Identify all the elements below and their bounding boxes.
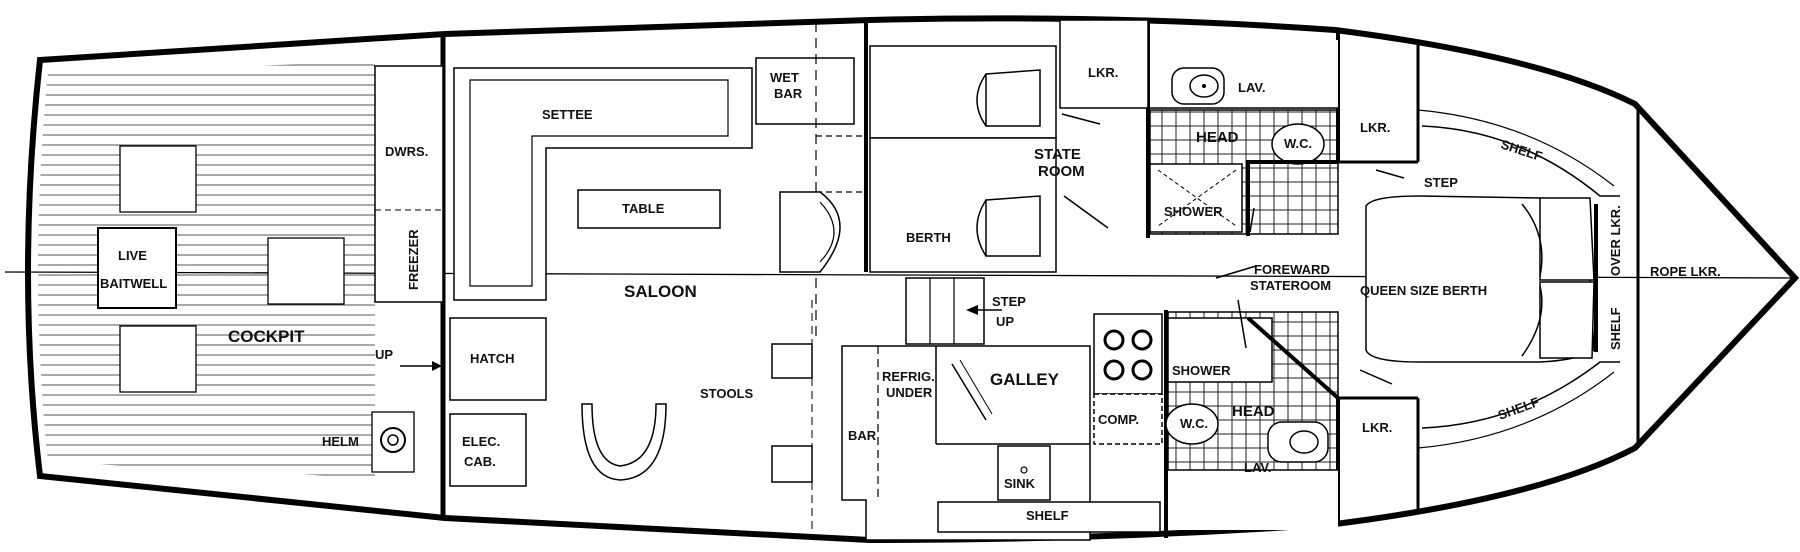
stool-2 [771,445,813,483]
label-over-lkr: OVER LKR. [1608,205,1623,276]
comp [1093,393,1163,445]
label-live-1: LIVE [118,248,147,263]
foreward-door-swing [1215,265,1257,279]
label-step-up-2: UP [996,314,1014,329]
cockpit-cabinet [374,65,444,303]
galley-door-swing [951,363,987,421]
label-sink: SINK [1004,476,1036,491]
label-hatch: HATCH [470,351,515,366]
label-refrig-1: REFRIG. [882,369,935,384]
label-table: TABLE [622,201,665,216]
label-shelf-bottom: SHELF [1026,508,1069,523]
locker-top [1059,19,1149,109]
label-lav-bottom: LAV. [1244,460,1271,475]
label-dwrs: DWRS. [385,144,428,159]
label-berth: BERTH [906,230,951,245]
label-shelf-bottom-right: SHELF [1496,394,1541,423]
label-comp: COMP. [1098,412,1139,427]
hatch-cover-2 [267,237,345,305]
saloon-chair-2 [581,403,667,481]
stove [1093,313,1163,395]
label-live-2: BAITWELL [100,276,167,291]
label-lav-top: LAV. [1238,80,1265,95]
label-lkr-fwd-top: LKR. [1360,120,1390,135]
forward-stateroom-wall [1246,160,1340,400]
live-baitwell [97,227,177,309]
label-head-top: HEAD [1196,129,1239,146]
settee [453,67,753,301]
hatch [449,317,547,401]
label-rope-lkr: ROPE LKR. [1650,264,1721,279]
label-freezer: FREEZER [406,229,421,290]
label-elec-1: ELEC. [462,434,500,449]
stool-1 [771,343,813,379]
label-refrig-2: UNDER [886,385,933,400]
elec-cabinet [449,413,527,487]
wet-bar [755,57,855,125]
label-step-up-1: STEP [992,294,1026,309]
label-saloon: SALOON [624,282,697,301]
hull-outline [25,15,1800,544]
label-state-room-1: STATE [1034,146,1081,163]
label-shower-top: SHOWER [1164,204,1223,219]
shelf-lower [1421,361,1620,429]
label-step: STEP [1424,175,1458,190]
saloon-table [577,189,721,229]
label-wet-bar-1: WET [770,70,799,85]
label-shelf-top: SHELF [1499,137,1544,164]
label-queen-berth: QUEEN SIZE BERTH [1360,283,1487,298]
hatch-cover-3 [119,325,197,393]
label-wet-bar-2: BAR [774,86,803,101]
label-wc-top: W.C. [1284,136,1312,151]
label-wc-bottom: W.C. [1180,416,1208,431]
label-cockpit: COCKPIT [228,327,305,346]
hatch-cover-1 [119,145,197,213]
label-galley: GALLEY [990,370,1060,389]
saloon-chair [779,191,841,273]
label-helm: HELM [322,434,359,449]
label-shower-bottom: SHOWER [1172,363,1231,378]
lav-sink-top [1171,67,1225,105]
label-up: UP [375,347,393,362]
label-elec-2: CAB. [464,454,496,469]
helm-station [371,411,415,473]
wc-bottom [1165,403,1219,445]
lav-sink-bottom [1267,421,1329,463]
label-stools: STOOLS [700,386,754,401]
stateroom-door-swing [1063,195,1109,229]
label-foreward-1: FOREWARD [1254,262,1330,277]
shelf-upper [1421,125,1620,197]
label-settee: SETTEE [542,107,593,122]
label-state-room-2: ROOM [1038,163,1085,180]
label-head-bottom: HEAD [1232,403,1275,420]
label-lkr-bottom: LKR. [1362,420,1392,435]
galley-shelf [937,501,1161,533]
label-foreward-2: STATEROOM [1250,278,1331,293]
label-lkr-top: LKR. [1088,65,1118,80]
label-shelf-right: SHELF [1608,307,1623,350]
shower-lower [1167,317,1273,383]
helm-wheel [380,427,406,453]
label-bar: BAR [848,428,877,443]
